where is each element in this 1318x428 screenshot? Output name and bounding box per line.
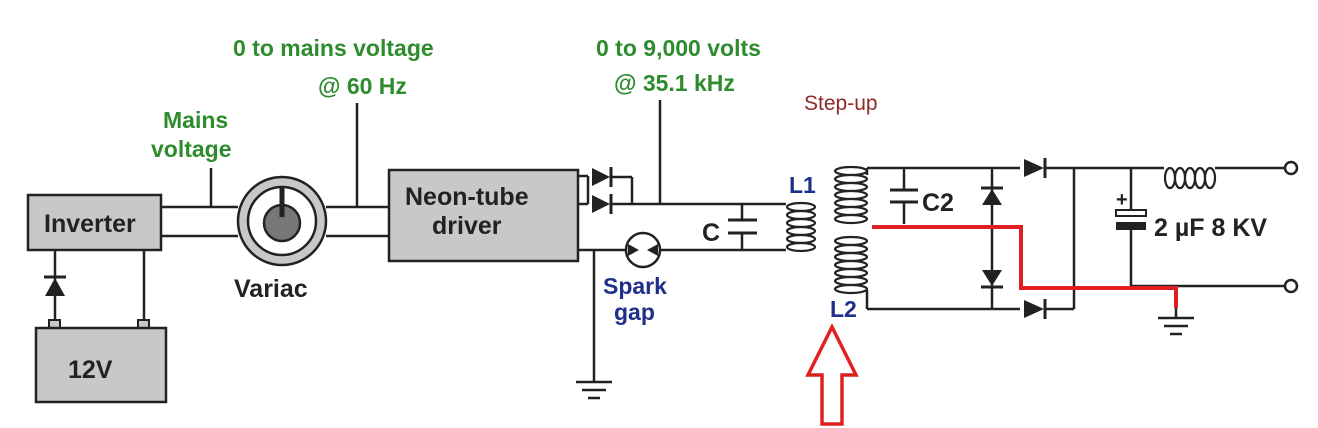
output-terminal-top <box>1283 160 1299 176</box>
mains-voltage-label-line1: Mains <box>163 107 228 133</box>
neon-driver-label-line1: Neon-tube <box>405 183 529 211</box>
battery-label: 12V <box>68 356 113 384</box>
output-cap-label: 2 µF 8 KV <box>1154 214 1267 242</box>
neon-driver-label-line2: driver <box>432 212 502 240</box>
battery-diode <box>45 278 65 296</box>
spark-gap-icon <box>624 231 662 269</box>
hv-output-label-line2: @ 35.1 kHz <box>614 70 735 96</box>
output-terminal-bottom <box>1283 278 1299 294</box>
spark-gap-label-line1: Spark <box>603 273 667 299</box>
red-modification-wire <box>872 225 1178 308</box>
output-diode-bottom <box>1024 300 1044 318</box>
output-cap-plate-bottom <box>1116 222 1146 230</box>
primary-coil <box>785 201 817 253</box>
output-cap-plate-top <box>1115 209 1147 217</box>
variac-label: Variac <box>234 275 308 303</box>
inverter-label: Inverter <box>44 210 136 238</box>
neon-driver-box <box>387 168 580 263</box>
output-diode-top <box>1024 159 1044 177</box>
spark-gap-label-line2: gap <box>614 299 655 325</box>
step-up-label: Step-up <box>804 92 878 115</box>
driver-diode-bottom <box>592 195 610 213</box>
variac-output-label-line2: @ 60 Hz <box>318 73 407 99</box>
spark-gap-left-tip <box>628 244 639 256</box>
battery-box <box>34 326 168 404</box>
bridge-diode-upper <box>982 189 1002 205</box>
coil-l1-label: L1 <box>789 172 816 198</box>
variac-output-label-line1: 0 to mains voltage <box>233 35 434 61</box>
capacitor-c2-label: C2 <box>922 189 954 217</box>
red-up-arrow <box>805 323 859 426</box>
secondary-coil-l2 <box>833 235 869 295</box>
capacitor-c-label: C <box>702 219 720 247</box>
spark-gap-right-tip <box>647 244 658 256</box>
hv-output-label-line1: 0 to 9,000 volts <box>596 35 761 61</box>
output-inductor <box>1163 166 1217 190</box>
secondary-coil-l1 <box>833 165 869 225</box>
inverter-box <box>26 193 163 252</box>
coil-l2-label: L2 <box>830 296 857 322</box>
mains-voltage-label-line2: voltage <box>151 136 232 162</box>
driver-diode-top <box>592 168 610 186</box>
bridge-diode-lower <box>982 270 1002 286</box>
output-cap-plus: + <box>1116 189 1128 211</box>
